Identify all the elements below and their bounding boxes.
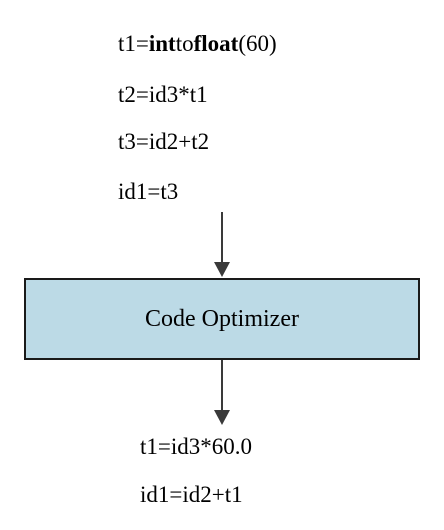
down-arrow-icon <box>214 212 230 277</box>
keyword-int: int <box>148 31 176 56</box>
input-code-line-3: t3=id2+t2 <box>118 129 210 154</box>
code-optimizer-box: Code Optimizer <box>24 278 420 360</box>
down-arrow-icon <box>214 360 230 425</box>
input-code-line-2: t2=id3*t1 <box>118 82 208 107</box>
output-code-line-2: id1=id2+t1 <box>140 482 243 507</box>
code-text: (60) <box>238 31 277 56</box>
code-text: to <box>175 31 194 56</box>
input-code-line-4: id1=t3 <box>118 179 179 204</box>
arrow-head <box>214 262 230 277</box>
input-code-line-1: t1=inttofloat(60) <box>118 30 277 58</box>
arrow-head <box>214 410 230 425</box>
code-text: t1= <box>118 31 149 56</box>
code-optimizer-label: Code Optimizer <box>145 306 299 332</box>
keyword-float: float <box>193 31 239 56</box>
output-code-line-1: t1=id3*60.0 <box>140 434 253 459</box>
